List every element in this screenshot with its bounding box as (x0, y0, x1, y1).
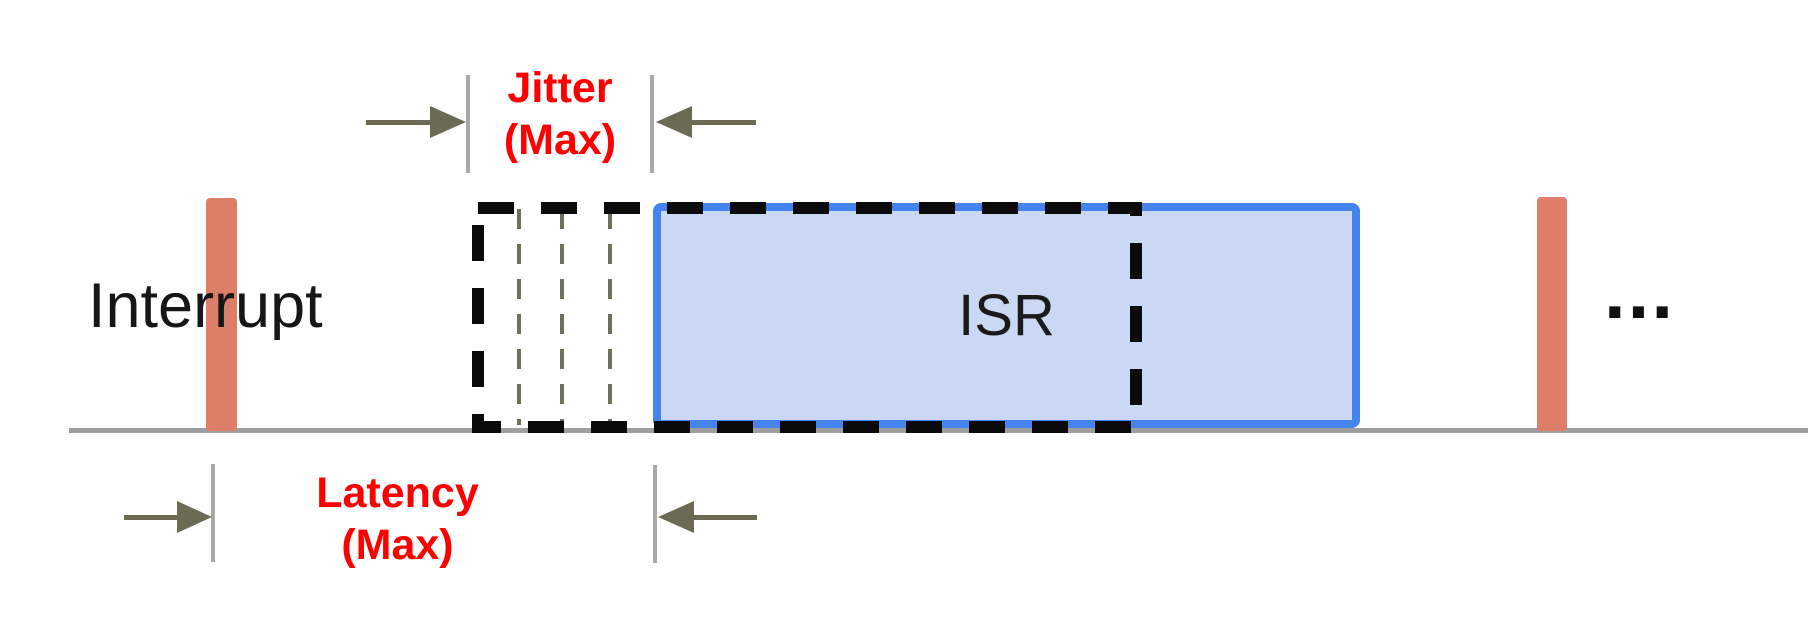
jitter-label-line1: Jitter (507, 64, 613, 112)
latency-label-line2: (Max) (341, 521, 454, 569)
interrupt-pulse-next (1537, 197, 1567, 431)
isr-box: ISR (653, 203, 1360, 428)
isr-label: ISR (958, 283, 1055, 348)
jitter-arrow-right-shaft (690, 120, 756, 125)
interrupt-pulse-first (206, 198, 237, 431)
latency-measure-line-right (653, 465, 657, 563)
jitter-arrow-right-icon (656, 106, 692, 138)
jitter-measure-line-right (650, 75, 654, 173)
latency-max-label: Latency (Max) (295, 467, 500, 571)
jitter-arrow-left-shaft (366, 120, 432, 125)
latency-measure-line-left (211, 464, 215, 562)
latency-arrow-right-icon (658, 501, 694, 533)
jitter-arrow-left-icon (430, 106, 466, 138)
jitter-measure-line-left (466, 75, 470, 173)
interrupt-label: Interrupt (88, 271, 323, 341)
latency-label-line1: Latency (316, 469, 479, 517)
latency-arrow-left-shaft (124, 515, 180, 520)
continuation-ellipsis: ... (1604, 247, 1676, 335)
latency-arrow-left-icon (177, 501, 212, 533)
jitter-max-label: Jitter (Max) (455, 62, 665, 166)
latency-arrow-right-shaft (692, 515, 757, 520)
jitter-label-line2: (Max) (503, 116, 617, 164)
